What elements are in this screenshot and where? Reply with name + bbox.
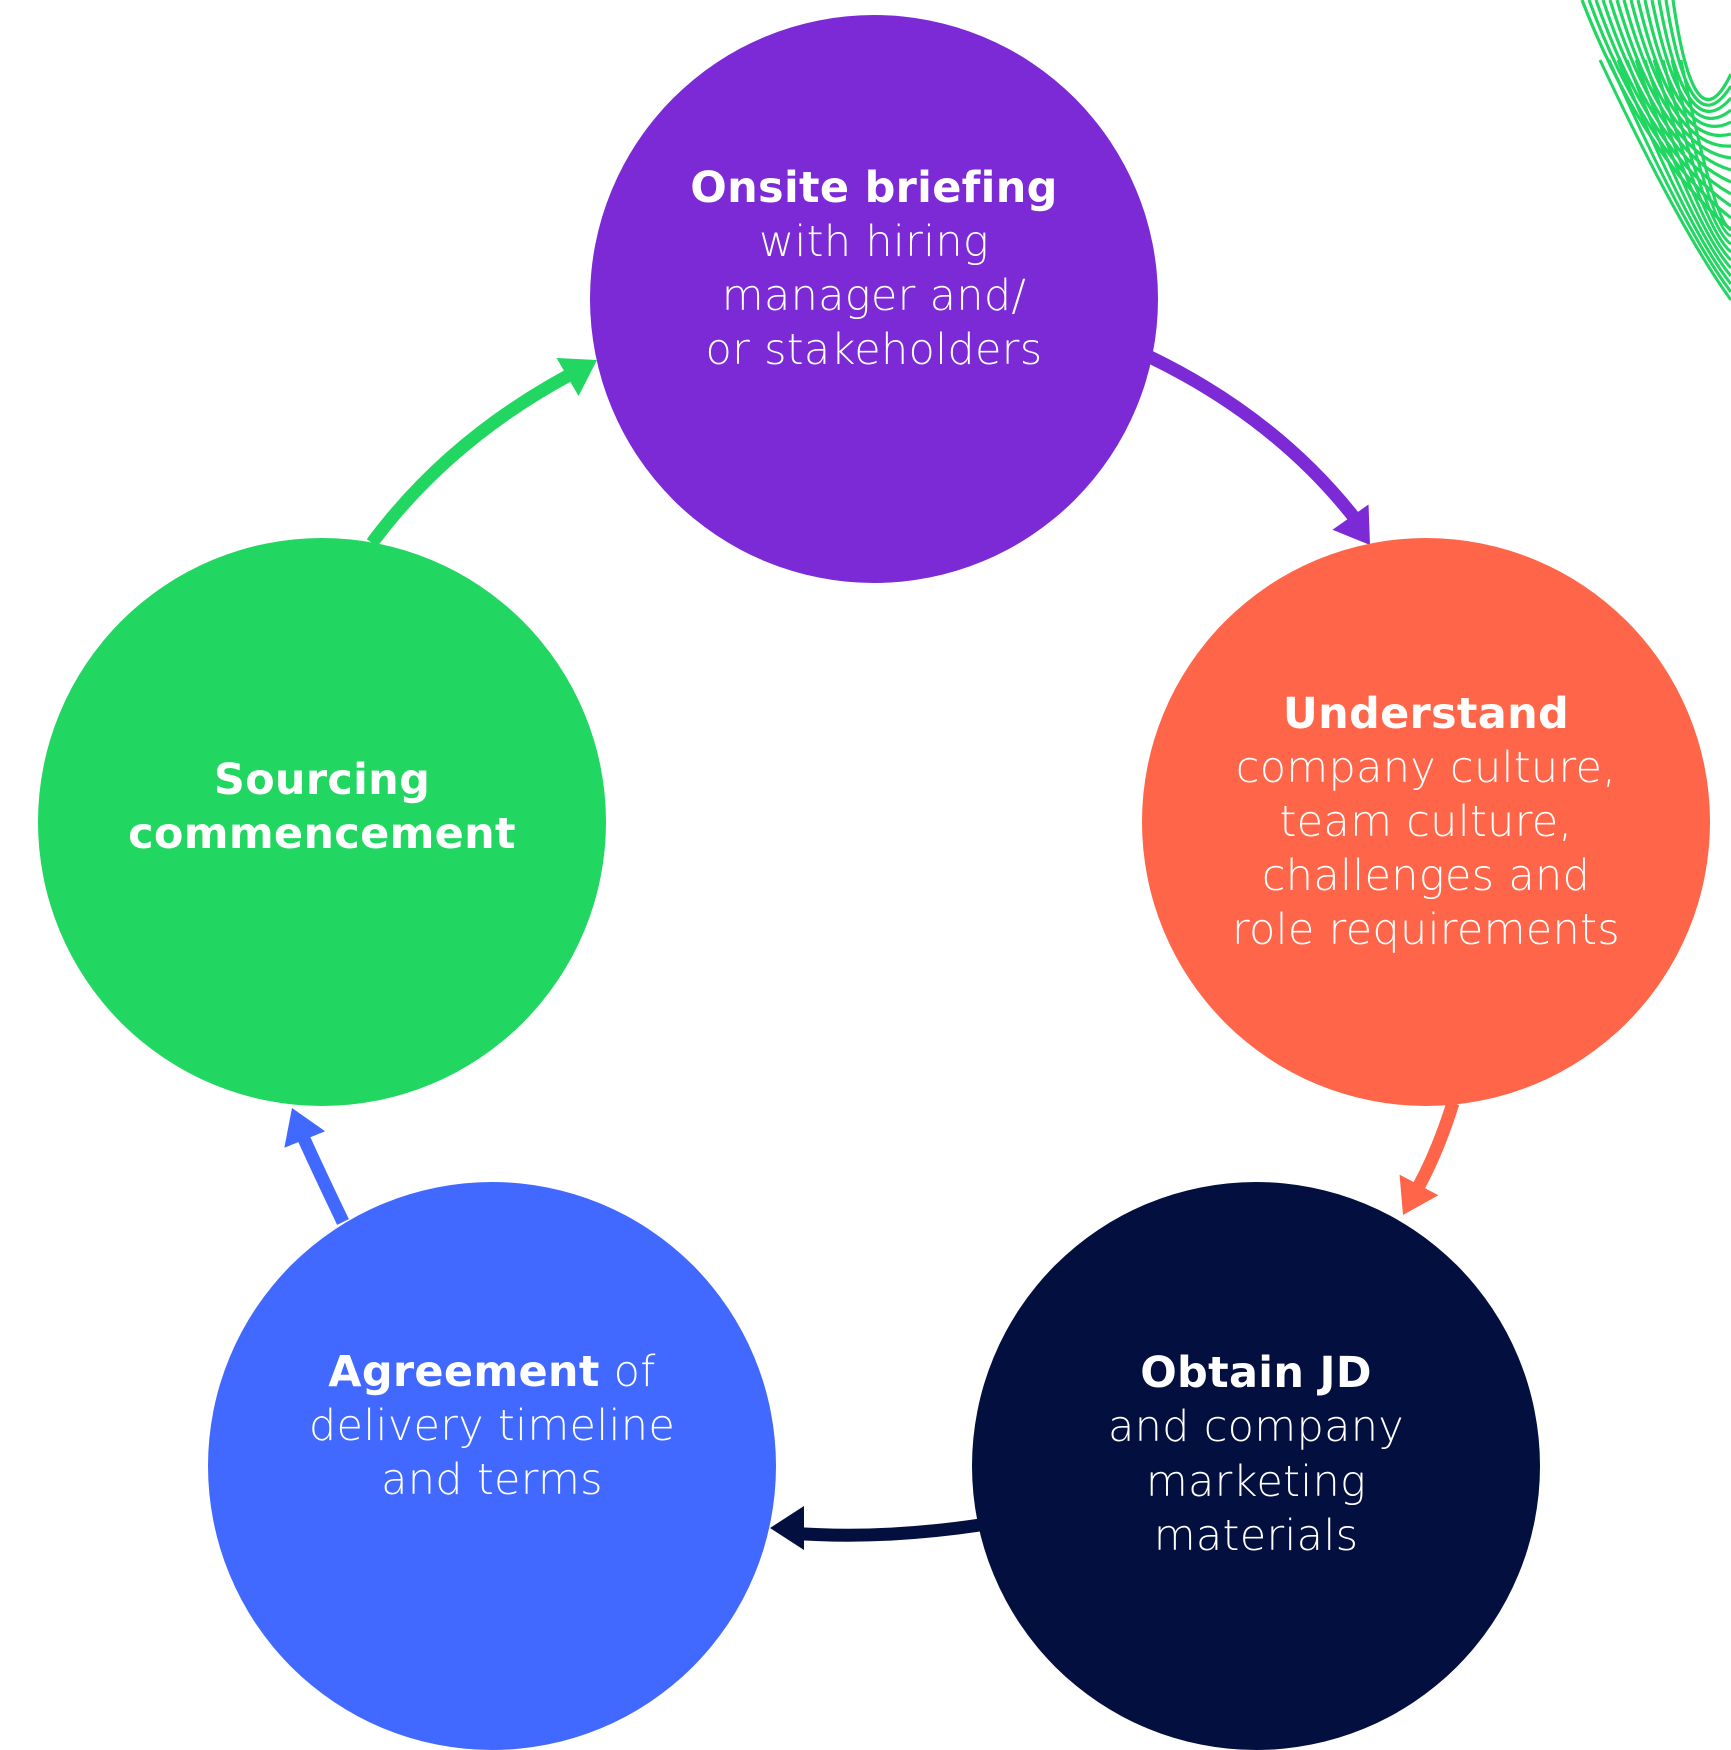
stage-description-line: materials (1153, 1510, 1359, 1561)
stage-understand: Understand company culture, team culture… (1142, 538, 1710, 1106)
stage-description-line: and terms (381, 1455, 603, 1506)
stage-understand-text: Understand company culture, team culture… (1232, 687, 1620, 958)
stage-description-line: or stakeholders (705, 325, 1043, 376)
stage-title: commencement (128, 809, 516, 859)
stage-sourcing-text: Sourcing commencement (128, 753, 516, 861)
stage-description-line: challenges and (1261, 851, 1591, 902)
stage-description-line: delivery timeline (308, 1400, 676, 1451)
arrowhead (556, 357, 597, 397)
arrow-shaft (294, 1127, 349, 1225)
decorative-line (1616, 59, 1731, 285)
stage-onsite-briefing-text: Onsite briefing with hiring manager and/… (690, 161, 1057, 378)
decorative-line (1598, 59, 1731, 301)
stage-obtain-jd-text: Obtain JD and company marketing material… (1108, 1346, 1404, 1563)
decorative-line (1615, 0, 1731, 172)
stage-onsite-briefing: Onsite briefing with hiring manager and/… (590, 15, 1158, 583)
stage-agreement: Agreement of delivery timeline and terms (208, 1182, 776, 1750)
decorative-line (1629, 0, 1731, 148)
decorative-line (1608, 0, 1731, 184)
arrowhead (1399, 1174, 1439, 1215)
decorative-line (1652, 59, 1731, 254)
decorative-line (1643, 59, 1731, 262)
arrow-sourcing-to-onsite-briefing (366, 357, 597, 547)
decorative-line (1664, 0, 1731, 107)
stage-sourcing: Sourcing commencement (38, 538, 606, 1106)
stage-title: Sourcing (213, 754, 431, 805)
decorative-line (1679, 59, 1731, 230)
arrow-obtain-jd-to-agreement (770, 1506, 981, 1550)
stage-title-suffix: of (599, 1346, 656, 1397)
stage-title-line: Agreement of (309, 1345, 675, 1399)
arrow-shaft (789, 1518, 981, 1542)
arrow-onsite-briefing-to-understand (1147, 351, 1370, 545)
stage-description-line: company culture, (1235, 742, 1617, 793)
arrow-shaft (1406, 1101, 1460, 1202)
decorative-line (1634, 59, 1731, 270)
decorative-line (1661, 59, 1731, 246)
stage-title: Understand (1282, 688, 1570, 739)
decorative-line (1670, 59, 1731, 238)
stage-description-line: role requirements (1232, 905, 1620, 956)
stage-description-line: manager and/ (721, 271, 1027, 321)
arrowhead (284, 1108, 326, 1148)
decorative-line (1607, 59, 1731, 293)
stage-description-line: marketing (1145, 1456, 1367, 1507)
stage-obtain-jd: Obtain JD and company marketing material… (972, 1182, 1540, 1750)
decorative-line (1650, 0, 1731, 121)
arrow-agreement-to-sourcing (284, 1108, 349, 1225)
arrow-shaft (1147, 351, 1366, 529)
stage-description-line: team culture, (1279, 796, 1573, 847)
stage-description-line: with hiring (758, 216, 990, 267)
arrowhead (770, 1506, 804, 1550)
decorative-line (1625, 59, 1731, 277)
decorative-line (1636, 0, 1731, 137)
stage-description-line: and company (1107, 1402, 1405, 1453)
decorative-line (1671, 0, 1731, 102)
stage-title: Onsite briefing (690, 162, 1058, 213)
stage-title: Obtain JD (1140, 1348, 1372, 1399)
stage-title: Agreement (328, 1346, 600, 1397)
arrow-shaft (366, 366, 579, 547)
stage-agreement-text: Agreement of delivery timeline and terms (309, 1345, 675, 1508)
arrow-understand-to-obtain-jd (1399, 1101, 1460, 1215)
arrowhead (1332, 504, 1370, 545)
